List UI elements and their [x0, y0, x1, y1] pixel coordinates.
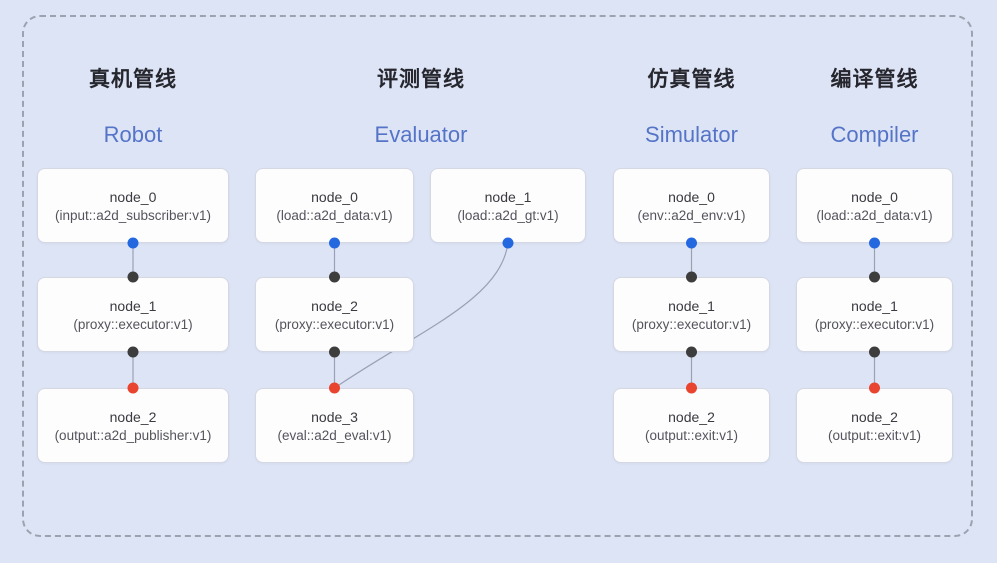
node-type: (proxy::executor:v1) — [814, 316, 935, 332]
evaluator-node-0-box: node_0 (load::a2d_data:v1) — [255, 168, 414, 243]
node-name: node_1 — [851, 297, 898, 314]
robot-node-2-box: node_2 (output::a2d_publisher:v1) — [37, 388, 229, 463]
evaluator-node-1-box: node_1 (load::a2d_gt:v1) — [430, 168, 586, 243]
pipeline-title-en-simulator: Simulator — [645, 122, 738, 147]
node-type: (output::exit:v1) — [644, 427, 739, 443]
node-type: (output::exit:v1) — [827, 427, 922, 443]
node-name: node_1 — [109, 297, 157, 314]
simulator-node-0-box: node_0 (env::a2d_env:v1) — [613, 168, 770, 243]
node-type: (output::a2d_publisher:v1) — [54, 427, 212, 443]
pipeline-title-en-robot: Robot — [103, 122, 163, 147]
node-type: (eval::a2d_eval:v1) — [277, 427, 392, 443]
pipeline-title-zh-evaluator: 评测管线 — [377, 68, 465, 91]
node-type: (input::a2d_subscriber:v1) — [54, 207, 212, 223]
node-name: node_3 — [311, 408, 358, 425]
node-type: (proxy::executor:v1) — [73, 316, 193, 332]
robot-node-0-box: node_0 (input::a2d_subscriber:v1) — [37, 168, 229, 243]
compiler-node-1-box: node_1 (proxy::executor:v1) — [796, 277, 953, 352]
pipeline-title-zh-simulator: 仿真管线 — [647, 68, 736, 91]
node-name: node_2 — [668, 408, 715, 425]
robot-node-1-box: node_1 (proxy::executor:v1) — [37, 277, 229, 352]
pipeline-title-en-evaluator: Evaluator — [374, 122, 468, 147]
node-name: node_2 — [311, 297, 358, 314]
pipeline-title-zh-robot: 真机管线 — [89, 68, 177, 91]
node-name: node_2 — [851, 408, 898, 425]
node-name: node_0 — [668, 188, 715, 205]
node-name: node_1 — [484, 188, 532, 205]
pipeline-title-en-compiler: Compiler — [830, 122, 919, 147]
compiler-node-0-box: node_0 (load::a2d_data:v1) — [796, 168, 953, 243]
simulator-node-2-box: node_2 (output::exit:v1) — [613, 388, 770, 463]
node-type: (proxy::executor:v1) — [631, 316, 752, 332]
pipeline-panel-border — [22, 15, 973, 537]
node-name: node_0 — [109, 188, 157, 205]
compiler-node-2-box: node_2 (output::exit:v1) — [796, 388, 953, 463]
node-name: node_0 — [311, 188, 358, 205]
node-name: node_0 — [851, 188, 898, 205]
node-name: node_1 — [668, 297, 715, 314]
evaluator-node-3-box: node_3 (eval::a2d_eval:v1) — [255, 388, 414, 463]
node-type: (load::a2d_data:v1) — [816, 207, 933, 223]
node-type: (load::a2d_data:v1) — [276, 207, 393, 223]
node-name: node_2 — [109, 408, 157, 425]
pipeline-title-zh-compiler: 编译管线 — [830, 68, 919, 91]
evaluator-node-2-box: node_2 (proxy::executor:v1) — [255, 277, 414, 352]
node-type: (load::a2d_gt:v1) — [457, 207, 559, 223]
node-type: (proxy::executor:v1) — [274, 316, 395, 332]
simulator-node-1-box: node_1 (proxy::executor:v1) — [613, 277, 770, 352]
node-type: (env::a2d_env:v1) — [637, 207, 746, 223]
